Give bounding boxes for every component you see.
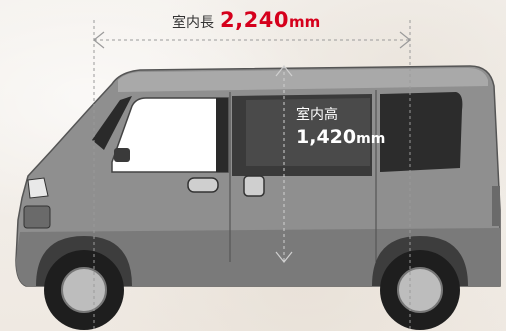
- interior-height-unit: mm: [356, 131, 386, 147]
- interior-height-label: 室内高 1,420mm: [280, 106, 385, 158]
- interior-length-value: 2,240: [220, 8, 289, 32]
- roof-highlight: [118, 68, 488, 92]
- front-wheel-rim: [61, 267, 107, 313]
- rear-window: [380, 92, 463, 172]
- interior-height-name: 室内高: [296, 107, 338, 123]
- interior-length-label: 室内長 2,240mm: [172, 8, 320, 32]
- front-door-handle: [187, 177, 219, 193]
- windshield: [92, 96, 132, 150]
- grille: [23, 205, 51, 229]
- headlight: [27, 177, 49, 199]
- slide-door-handle: [243, 175, 265, 197]
- height-arrow-bottom: [275, 251, 293, 263]
- interior-height-value: 1,420: [296, 126, 357, 148]
- side-mirror: [114, 148, 130, 162]
- slide-window-glass: [246, 98, 370, 166]
- rear-wheel-rim: [397, 267, 443, 313]
- length-arrow-right: [399, 31, 411, 49]
- interior-length-name: 室内長: [172, 15, 214, 31]
- front-window-frame: [216, 98, 228, 172]
- interior-length-unit: mm: [288, 13, 321, 31]
- tail-light: [492, 186, 500, 226]
- length-arrow-left: [93, 31, 105, 49]
- height-arrow-top: [275, 65, 293, 77]
